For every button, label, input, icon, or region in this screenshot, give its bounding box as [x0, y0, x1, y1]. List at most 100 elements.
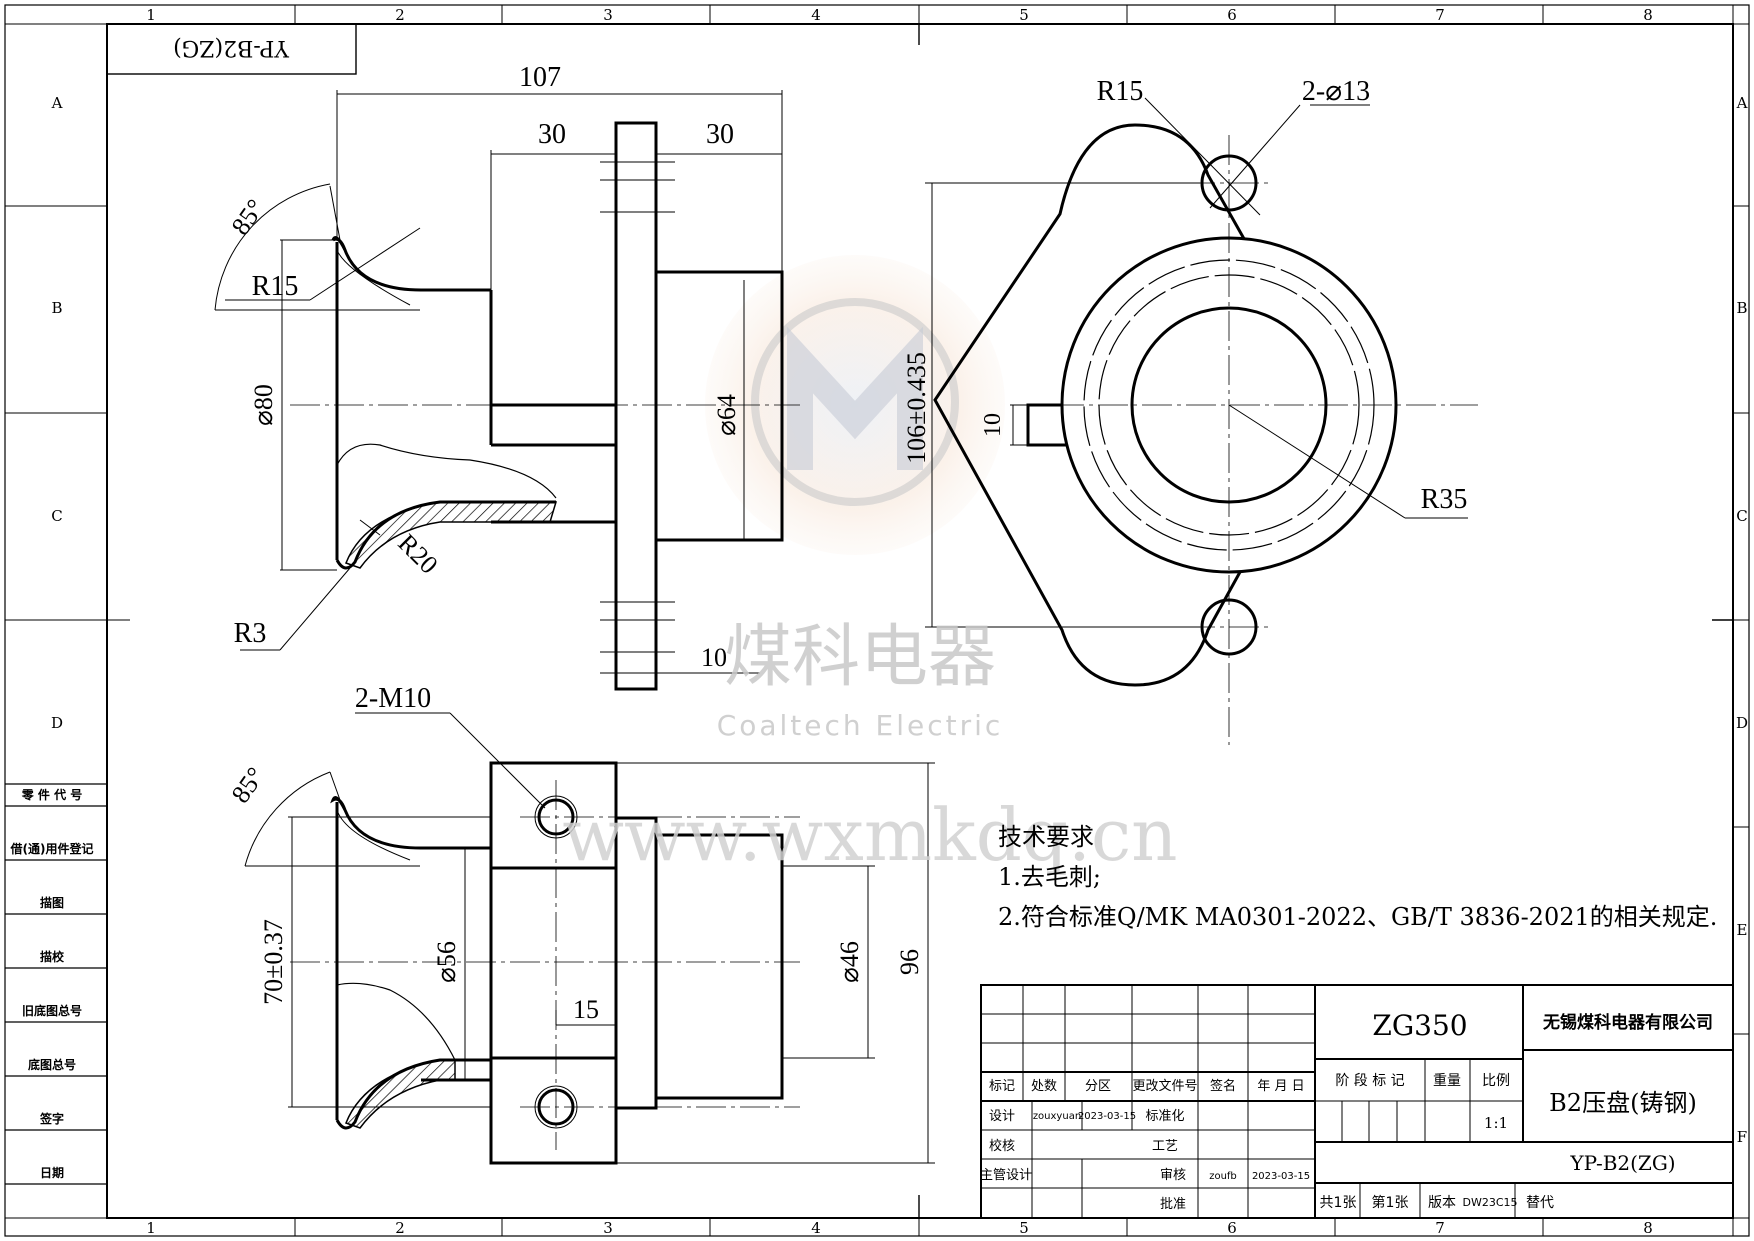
tb-part-name: B2压盘(铸钢) — [1549, 1089, 1697, 1117]
tb-designer: zouxyuan — [1033, 1111, 1081, 1122]
col-label: 6 — [1227, 1219, 1237, 1237]
col-label: 2 — [395, 6, 405, 24]
dim-h96: 96 — [895, 949, 924, 975]
tb-part-code: YP-B2(ZG) — [1569, 1151, 1675, 1175]
row-label: B — [1736, 299, 1747, 317]
title-block — [980, 984, 1734, 1219]
tb-sheet-no: 第1张 — [1372, 1194, 1409, 1211]
front-view — [244, 712, 935, 1165]
tech-title: 技术要求 — [998, 823, 1094, 851]
inverted-drawing-code: YP-B2(ZG) — [173, 35, 290, 60]
col-label: 6 — [1227, 6, 1237, 24]
tb-approve: 批准 — [1160, 1197, 1186, 1212]
plan-view — [925, 97, 1478, 745]
col-label: 5 — [1019, 6, 1029, 24]
dim-h70: 70±0.37 — [259, 919, 288, 1005]
tb-stage: 阶 段 标 记 — [1335, 1073, 1404, 1089]
panel-old-base: 旧底图总号 — [22, 1003, 82, 1018]
row-label: D — [51, 714, 63, 732]
tech-requirements: 技术要求 1.去毛刺; 2.符合标准Q/MK MA0301-2022、GB/T … — [998, 823, 1717, 931]
row-label: E — [1737, 921, 1748, 939]
dim-holes: 2-⌀13 — [1302, 76, 1370, 107]
col-label: 8 — [1643, 1219, 1653, 1237]
row-label: F — [1737, 1128, 1747, 1146]
panel-base: 底图总号 — [28, 1057, 76, 1072]
tb-date: 年 月 日 — [1257, 1079, 1304, 1094]
dim-r35: R35 — [1421, 484, 1468, 515]
col-label: 3 — [603, 6, 613, 24]
col-label: 1 — [146, 6, 156, 24]
dim-r20: R20 — [392, 528, 443, 579]
plan-view-labels: R15 2-⌀13 106±0.435 10 R35 — [902, 76, 1467, 515]
tb-design-date: 2023-03-15 — [1078, 1111, 1136, 1122]
watermark-url: www.wxmkdq.cn — [562, 793, 1177, 877]
row-label: D — [1736, 714, 1748, 732]
left-record-panel — [5, 783, 107, 1185]
dim-r15b: R15 — [1097, 76, 1144, 107]
row-label: C — [1736, 507, 1747, 525]
tb-reviewer: zoufb — [1209, 1171, 1237, 1182]
tb-version-label: 版本 — [1428, 1195, 1456, 1211]
tb-review: 审核 — [1160, 1168, 1186, 1183]
tb-version: DW23C15 — [1462, 1196, 1517, 1209]
dim-h106: 106±0.435 — [902, 352, 931, 464]
dim-d80: ⌀80 — [249, 384, 278, 426]
tb-std: 标准化 — [1145, 1109, 1184, 1124]
row-label: C — [51, 507, 62, 525]
panel-sign: 签字 — [39, 1111, 64, 1126]
title-block-text: 标记 处数 分区 更改文件号 签名 年 月 日 设计 zouxyuan 2023… — [980, 1009, 1713, 1212]
panel-borrow-reg: 借(通)用件登记 — [10, 841, 94, 856]
dim-d64: ⌀64 — [712, 394, 741, 436]
front-view-labels: 85° 2-M10 70±0.37 ⌀56 15 ⌀46 96 — [226, 683, 924, 1024]
col-label: 5 — [1019, 1219, 1029, 1237]
tb-mark: 标记 — [989, 1079, 1015, 1094]
tb-sheets-total: 共1张 — [1320, 1195, 1357, 1211]
dim-d46: ⌀46 — [835, 941, 864, 983]
dim-w30a: 30 — [538, 119, 566, 150]
tb-model: ZG350 — [1372, 1009, 1467, 1042]
row-label: A — [51, 94, 63, 112]
inverted-code-box: YP-B2(ZG) — [106, 23, 357, 75]
col-label: 7 — [1435, 6, 1445, 24]
col-label: 1 — [146, 1219, 156, 1237]
dim-len107: 107 — [519, 62, 561, 93]
col-label: 8 — [1643, 6, 1653, 24]
tb-replace: 替代 — [1526, 1195, 1554, 1211]
tb-count: 处数 — [1031, 1079, 1057, 1094]
col-label: 4 — [811, 6, 821, 24]
panel-trace-check: 描校 — [40, 949, 65, 964]
tech-line2: 2.符合标准Q/MK MA0301-2022、GB/T 3836-2021的相关… — [998, 903, 1717, 931]
tb-scale: 1:1 — [1484, 1114, 1508, 1132]
tb-review-date: 2023-03-15 — [1252, 1171, 1310, 1182]
watermark-cn: 煤科电器 — [724, 618, 996, 697]
dim-t10b: 10 — [980, 413, 1006, 437]
col-label: 4 — [811, 1219, 821, 1237]
dim-ang85b: 85° — [226, 762, 271, 808]
tb-weight: 重量 — [1433, 1073, 1461, 1089]
dim-t10a: 10 — [701, 643, 727, 672]
dim-w30b: 30 — [706, 119, 734, 150]
tb-scale-label: 比例 — [1482, 1073, 1510, 1089]
watermark-logo — [705, 255, 1005, 555]
dim-d56: ⌀56 — [432, 941, 461, 983]
row-label: A — [1736, 94, 1748, 112]
tb-docno: 更改文件号 — [1132, 1079, 1197, 1094]
col-label: 2 — [395, 1219, 405, 1237]
panel-trace: 描图 — [40, 895, 64, 910]
tb-check: 校核 — [989, 1138, 1015, 1154]
tb-company: 无锡煤科电器有限公司 — [1542, 1012, 1713, 1033]
watermark-text: 煤科电器 Coaltech Electric www.wxmkdq.cn — [562, 618, 1177, 877]
tech-line1: 1.去毛刺; — [998, 863, 1101, 891]
dim-r3: R3 — [234, 618, 267, 649]
tb-design: 设计 — [989, 1109, 1015, 1124]
dim-m10: 2-M10 — [355, 683, 431, 714]
col-label: 3 — [603, 1219, 613, 1237]
col-label: 7 — [1435, 1219, 1445, 1237]
tb-chief: 主管设计 — [980, 1168, 1032, 1183]
panel-part-code: 零 件 代 号 — [21, 787, 83, 802]
dim-w15: 15 — [573, 995, 599, 1024]
row-label: B — [51, 299, 62, 317]
tb-zone: 分区 — [1085, 1079, 1111, 1094]
section-view — [214, 90, 800, 691]
